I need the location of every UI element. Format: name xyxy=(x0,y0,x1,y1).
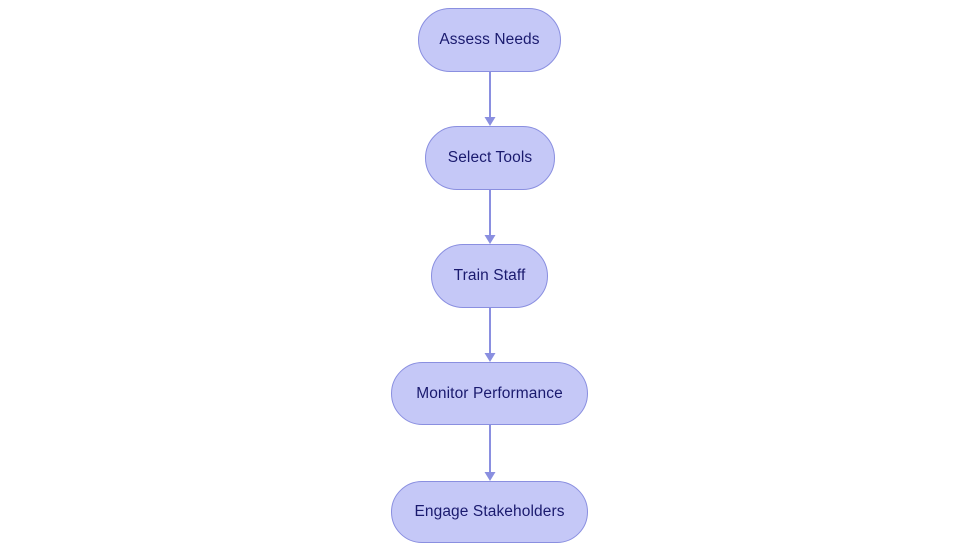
flow-node-monitor-performance[interactable]: Monitor Performance xyxy=(391,362,588,425)
flow-node-label: Engage Stakeholders xyxy=(414,503,565,521)
edge-select-tools-train-staff xyxy=(484,190,496,244)
flow-node-label: Assess Needs xyxy=(439,31,540,49)
flow-node-select-tools[interactable]: Select Tools xyxy=(425,126,555,190)
flow-node-train-staff[interactable]: Train Staff xyxy=(431,244,548,308)
flow-node-engage-stakeholders[interactable]: Engage Stakeholders xyxy=(391,481,588,543)
edge-train-staff-monitor-performance xyxy=(484,308,496,362)
flow-node-label: Train Staff xyxy=(453,267,526,285)
edge-monitor-performance-engage-stakeholders xyxy=(484,425,496,481)
edge-assess-needs-select-tools xyxy=(484,72,496,126)
flow-node-label: Select Tools xyxy=(447,149,533,167)
flow-node-assess-needs[interactable]: Assess Needs xyxy=(418,8,561,72)
flow-node-label: Monitor Performance xyxy=(416,384,563,402)
